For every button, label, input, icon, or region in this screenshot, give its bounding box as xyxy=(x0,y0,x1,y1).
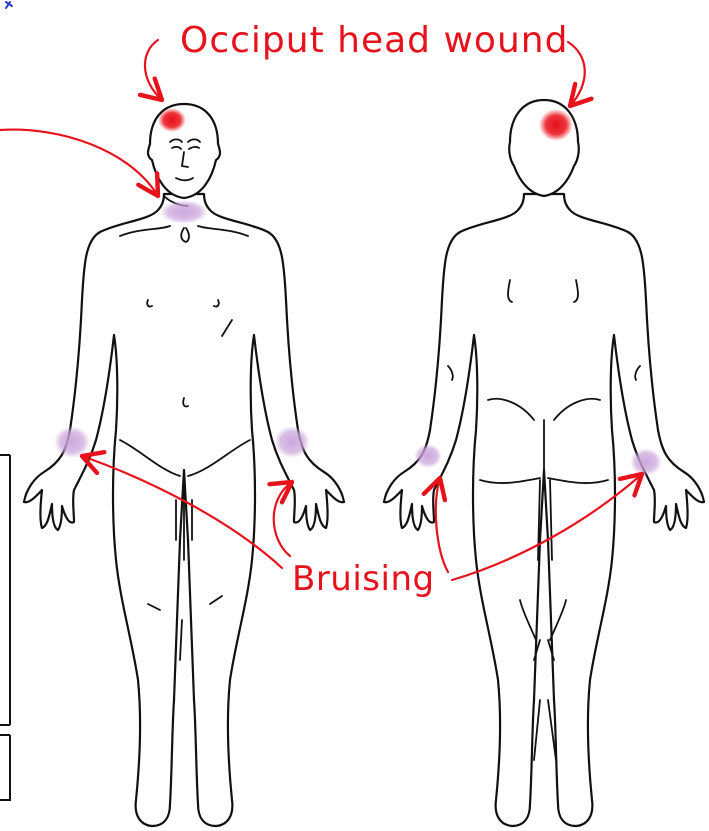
back-right-wrist-bruise-marking xyxy=(630,448,662,476)
neck-bruise-marking xyxy=(160,200,208,224)
bruise-arrow-front-left-wrist xyxy=(274,482,292,556)
back-body-outline xyxy=(384,194,704,826)
back-head-wound-marking xyxy=(539,109,573,141)
front-right-wrist-bruise-marking xyxy=(54,426,90,458)
bruise-arrow-back-left-wrist xyxy=(436,478,448,572)
head-arrow-left xyxy=(145,40,162,100)
head-arrow-right xyxy=(568,42,585,106)
left-edge-fragments xyxy=(0,2,12,800)
bruising-label: Bruising xyxy=(292,559,435,599)
head-wound-label: Occiput head wound xyxy=(180,20,568,61)
neck-arrow xyxy=(0,130,158,196)
back-left-wrist-bruise-marking xyxy=(414,444,442,468)
front-head-wound-marking xyxy=(158,108,186,132)
front-left-wrist-bruise-marking xyxy=(274,426,310,458)
